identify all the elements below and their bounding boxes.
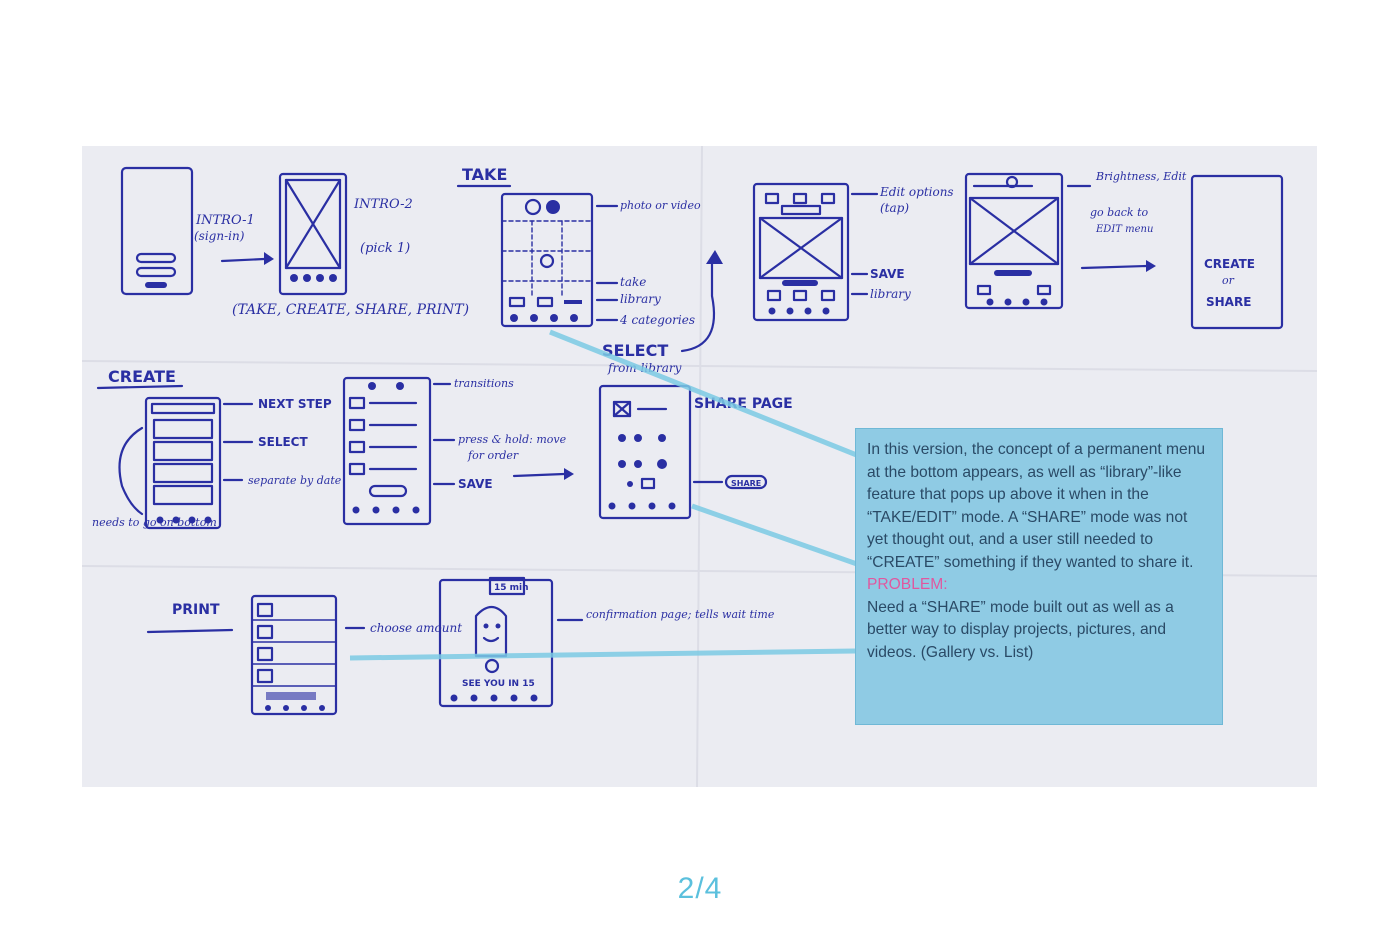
tap-label: (tap) — [880, 201, 909, 215]
create-or-share-phone — [1190, 174, 1284, 330]
intro1-label: INTRO-1 — [195, 213, 255, 228]
print-phone-1 — [250, 594, 338, 716]
wireframe-sketch: INTRO-1 (sign-in) INTRO-2 (pick 1) (TAKE… — [82, 146, 1317, 787]
press-hold-label: press & hold: move — [458, 433, 567, 446]
take-heading: TAKE — [462, 165, 507, 184]
pick1-label: (pick 1) — [360, 241, 410, 256]
edit-phone — [752, 182, 850, 322]
next-step-label: NEXT STEP — [258, 397, 332, 411]
for-order-label: for order — [467, 449, 519, 462]
transitions-label: transitions — [454, 377, 514, 390]
share-btn-label: SHARE — [731, 479, 761, 488]
create-phone-1 — [144, 396, 222, 530]
save2-label: SAVE — [458, 477, 493, 491]
annotation-callout: In this version, the concept of a perman… — [855, 428, 1223, 725]
see-you-label: SEE YOU IN 15 — [462, 679, 535, 689]
select-label: SELECT — [602, 341, 668, 360]
needs-to-go-label: needs to go on bottom — [92, 516, 217, 529]
callout-body: In this version, the concept of a perman… — [867, 441, 1206, 571]
share-phone — [598, 384, 692, 520]
print-phone-2: 15 min — [438, 576, 554, 708]
intro-2-phone — [278, 172, 348, 296]
separate-label: separate by date — [248, 474, 342, 487]
callout-leader-2 — [691, 503, 875, 573]
library-label: library — [620, 292, 661, 306]
intro1-sub: (sign-in) — [194, 229, 245, 243]
edit-menu-label: EDIT menu — [1095, 224, 1153, 235]
callout-leader-1 — [549, 329, 875, 465]
modes-label: (TAKE, CREATE, SHARE, PRINT) — [232, 302, 469, 318]
pagination-indicator: 2/4 — [677, 872, 723, 905]
problem-text: Need a “SHARE” mode built out as well as… — [867, 598, 1174, 661]
cos-3: SHARE — [1206, 295, 1251, 309]
create-heading: CREATE — [108, 367, 176, 386]
brightness-label: Brightness, Edit — [1095, 170, 1187, 183]
go-back-label: go back to — [1090, 206, 1149, 219]
choose-amount-label: choose amount — [370, 621, 462, 635]
print-heading: PRINT — [172, 602, 220, 618]
cos-2: or — [1222, 274, 1235, 287]
problem-label: PROBLEM: — [867, 576, 948, 593]
edit-options-label: Edit options — [879, 185, 954, 199]
fifteen-min-label: 15 min — [494, 583, 529, 593]
brightness-phone — [964, 172, 1064, 310]
take-label: take — [620, 275, 646, 289]
intro-1-phone — [120, 166, 194, 296]
take-phone — [500, 192, 594, 328]
intro2-label: INTRO-2 — [353, 197, 413, 212]
create-phone-2 — [342, 376, 432, 526]
select2-label: SELECT — [258, 435, 308, 449]
confirmation-label: confirmation page; tells wait time — [586, 608, 775, 621]
photo-video-label: photo or video — [620, 199, 701, 212]
save-label: SAVE — [870, 267, 905, 281]
library2-label: library — [870, 287, 911, 301]
four-categories-label: 4 categories — [619, 313, 695, 327]
callout-leader-3 — [349, 648, 856, 661]
cos-1: CREATE — [1204, 257, 1255, 271]
